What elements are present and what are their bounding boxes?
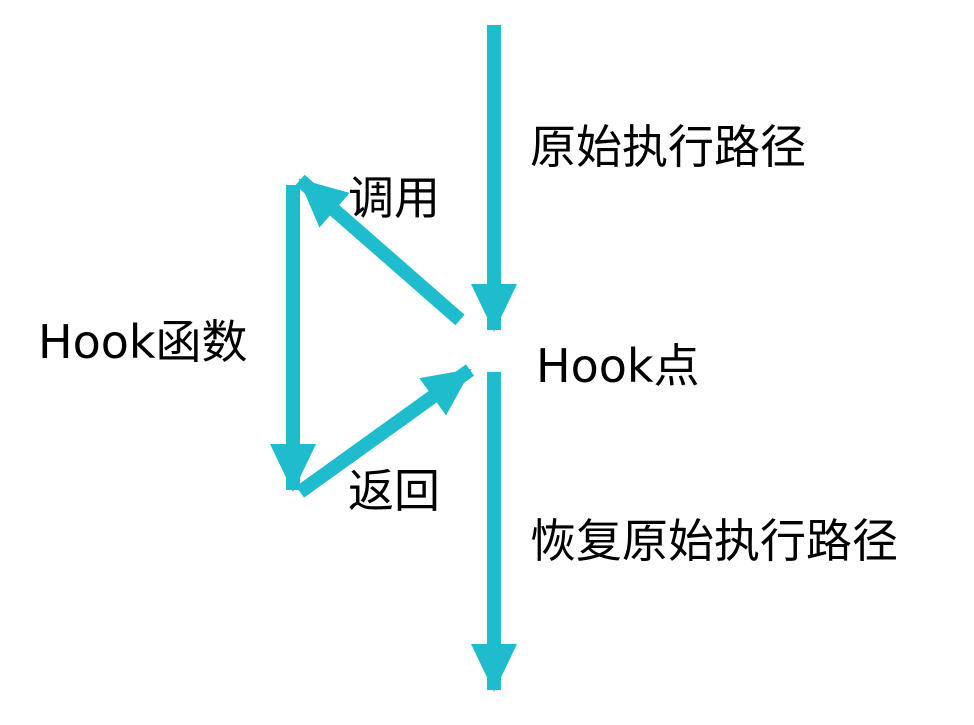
call-arrow xyxy=(295,174,465,326)
hook-point-label: Hook点 xyxy=(536,339,700,393)
return-label: 返回 xyxy=(348,464,440,518)
hook-function-label: Hook函数 xyxy=(38,315,248,369)
original-path-label: 原始执行路径 xyxy=(530,120,806,174)
call-label: 调用 xyxy=(348,171,440,225)
return-arrow xyxy=(295,364,475,498)
resume-path-label: 恢复原始执行路径 xyxy=(530,514,898,568)
